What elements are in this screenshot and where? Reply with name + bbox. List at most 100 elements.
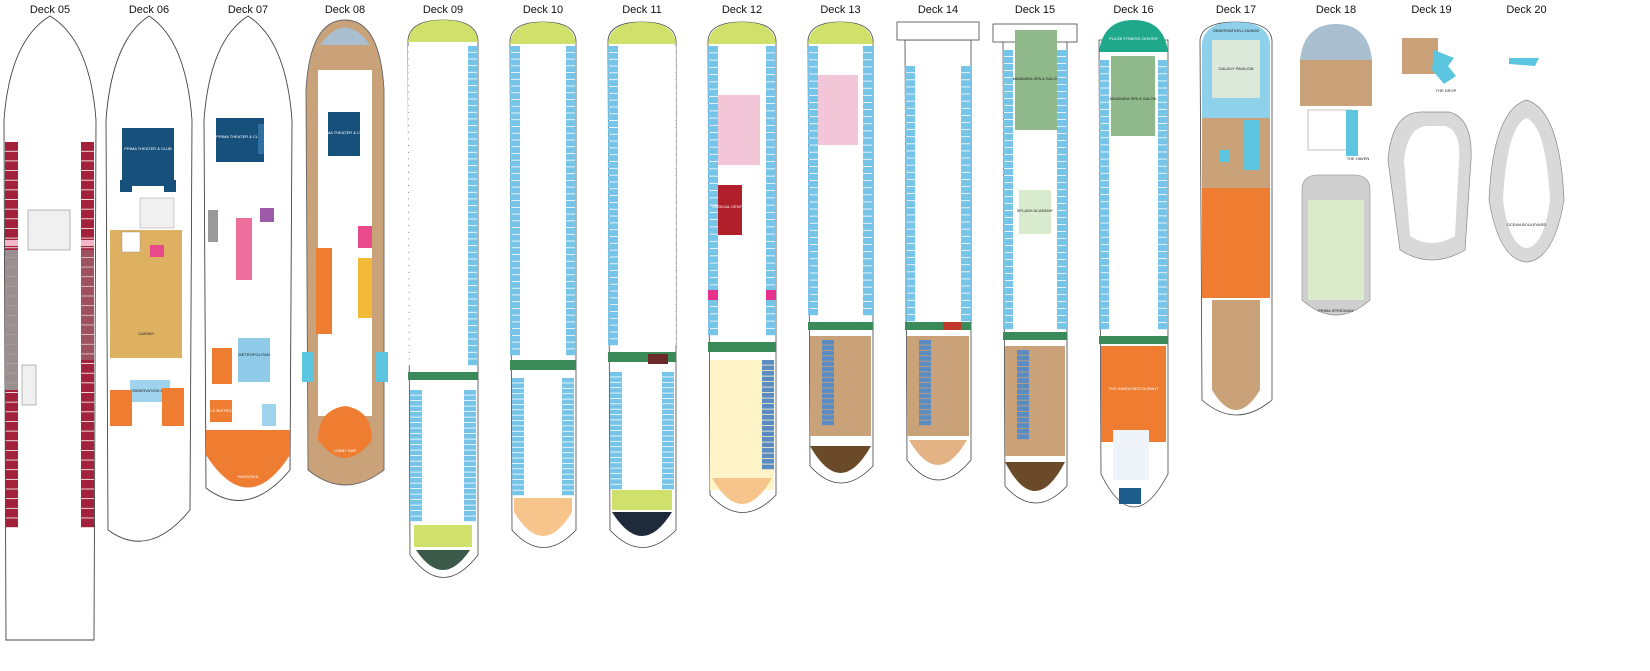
cabin <box>662 484 674 490</box>
cabins-starboard <box>766 46 776 336</box>
cabin <box>905 151 915 158</box>
grey-block <box>5 250 18 390</box>
cabin <box>464 489 476 494</box>
hudsons-restaurant <box>206 430 290 488</box>
cabin <box>666 189 676 196</box>
cabin <box>410 434 422 439</box>
cabin <box>666 271 676 278</box>
theater-label: PRIMA THEATER & CLUB <box>124 146 172 151</box>
cabin <box>410 412 422 417</box>
cabins-port <box>905 66 915 322</box>
cabin <box>5 392 18 402</box>
cabin <box>1099 152 1109 159</box>
cabin <box>608 121 618 128</box>
cabin <box>408 312 418 319</box>
cabin <box>566 261 576 268</box>
cabin <box>708 169 718 176</box>
cabin <box>608 243 618 250</box>
cabins-port <box>408 46 418 366</box>
cabin <box>510 227 520 234</box>
cabin <box>808 124 818 131</box>
cabin <box>766 140 776 147</box>
cabin <box>766 328 776 336</box>
cabin <box>81 441 94 450</box>
cabin <box>808 60 818 67</box>
speedway-label: PRIMA SPEEDWAY <box>1318 308 1354 313</box>
cabin <box>1057 281 1067 288</box>
cabin <box>905 194 915 201</box>
cabin <box>708 307 718 314</box>
cabin <box>863 67 873 74</box>
splash-academy <box>1019 190 1051 234</box>
venue-orange <box>212 348 232 384</box>
cabin <box>566 86 576 93</box>
cabin <box>808 109 818 117</box>
cabin <box>468 119 478 126</box>
cabin <box>566 46 576 52</box>
cabin <box>905 201 915 208</box>
deck-label: Deck 20 <box>1506 4 1547 16</box>
cabin <box>566 174 576 180</box>
spa-pink <box>718 95 760 165</box>
cabin <box>1099 308 1109 315</box>
cabin <box>808 308 818 316</box>
cabin <box>666 46 676 53</box>
cabin <box>608 189 618 196</box>
cabin <box>766 104 776 111</box>
cabin <box>961 186 971 194</box>
cabin <box>1158 95 1168 102</box>
cabin <box>1003 274 1013 281</box>
cabin <box>1057 232 1067 239</box>
cabin <box>808 223 818 230</box>
bow-lime <box>408 20 478 42</box>
ocean-blvd-inner <box>1503 118 1550 248</box>
cabin <box>863 273 873 280</box>
cabin <box>512 485 524 490</box>
cabin <box>666 121 676 128</box>
beauty-shop <box>139 197 175 229</box>
theater <box>216 118 264 162</box>
cabin <box>5 161 18 171</box>
shop-grey <box>208 210 218 242</box>
cabin <box>408 132 418 139</box>
cabin <box>608 114 618 121</box>
cabin <box>961 243 971 251</box>
cabin <box>468 212 478 219</box>
galaxy-pavilion <box>1212 40 1260 98</box>
cabin <box>961 94 971 101</box>
deck-plan <box>509 21 577 548</box>
cabin <box>608 134 618 141</box>
cabin <box>5 518 18 528</box>
cabins-port-aft <box>610 372 622 490</box>
cabin <box>961 172 971 179</box>
cabin <box>468 72 478 79</box>
cabin <box>1017 400 1029 406</box>
cabin <box>5 508 18 518</box>
splash-label: SPLASH ACADEMY <box>1017 208 1054 213</box>
cabin <box>5 479 18 489</box>
cabin <box>81 479 94 489</box>
cabin <box>510 234 520 241</box>
cabin <box>5 431 18 441</box>
cabin <box>410 417 422 423</box>
deck-plan <box>896 21 980 481</box>
cabin <box>708 321 718 328</box>
cabin <box>662 393 674 399</box>
cabin <box>566 72 576 79</box>
medical-center <box>718 185 742 235</box>
cabin <box>808 209 818 216</box>
cabin <box>766 321 776 328</box>
cabin <box>762 398 774 404</box>
cabin <box>766 198 776 205</box>
hudsons-label: HUDSON'S <box>238 474 259 479</box>
cabin <box>1158 308 1168 315</box>
cabin <box>464 461 476 467</box>
cabin <box>708 46 718 53</box>
cabin <box>662 420 674 425</box>
cabin <box>766 67 776 75</box>
bow-top <box>896 21 980 41</box>
cabin <box>468 172 478 179</box>
cabin <box>666 318 676 325</box>
cabins-port <box>510 46 520 356</box>
